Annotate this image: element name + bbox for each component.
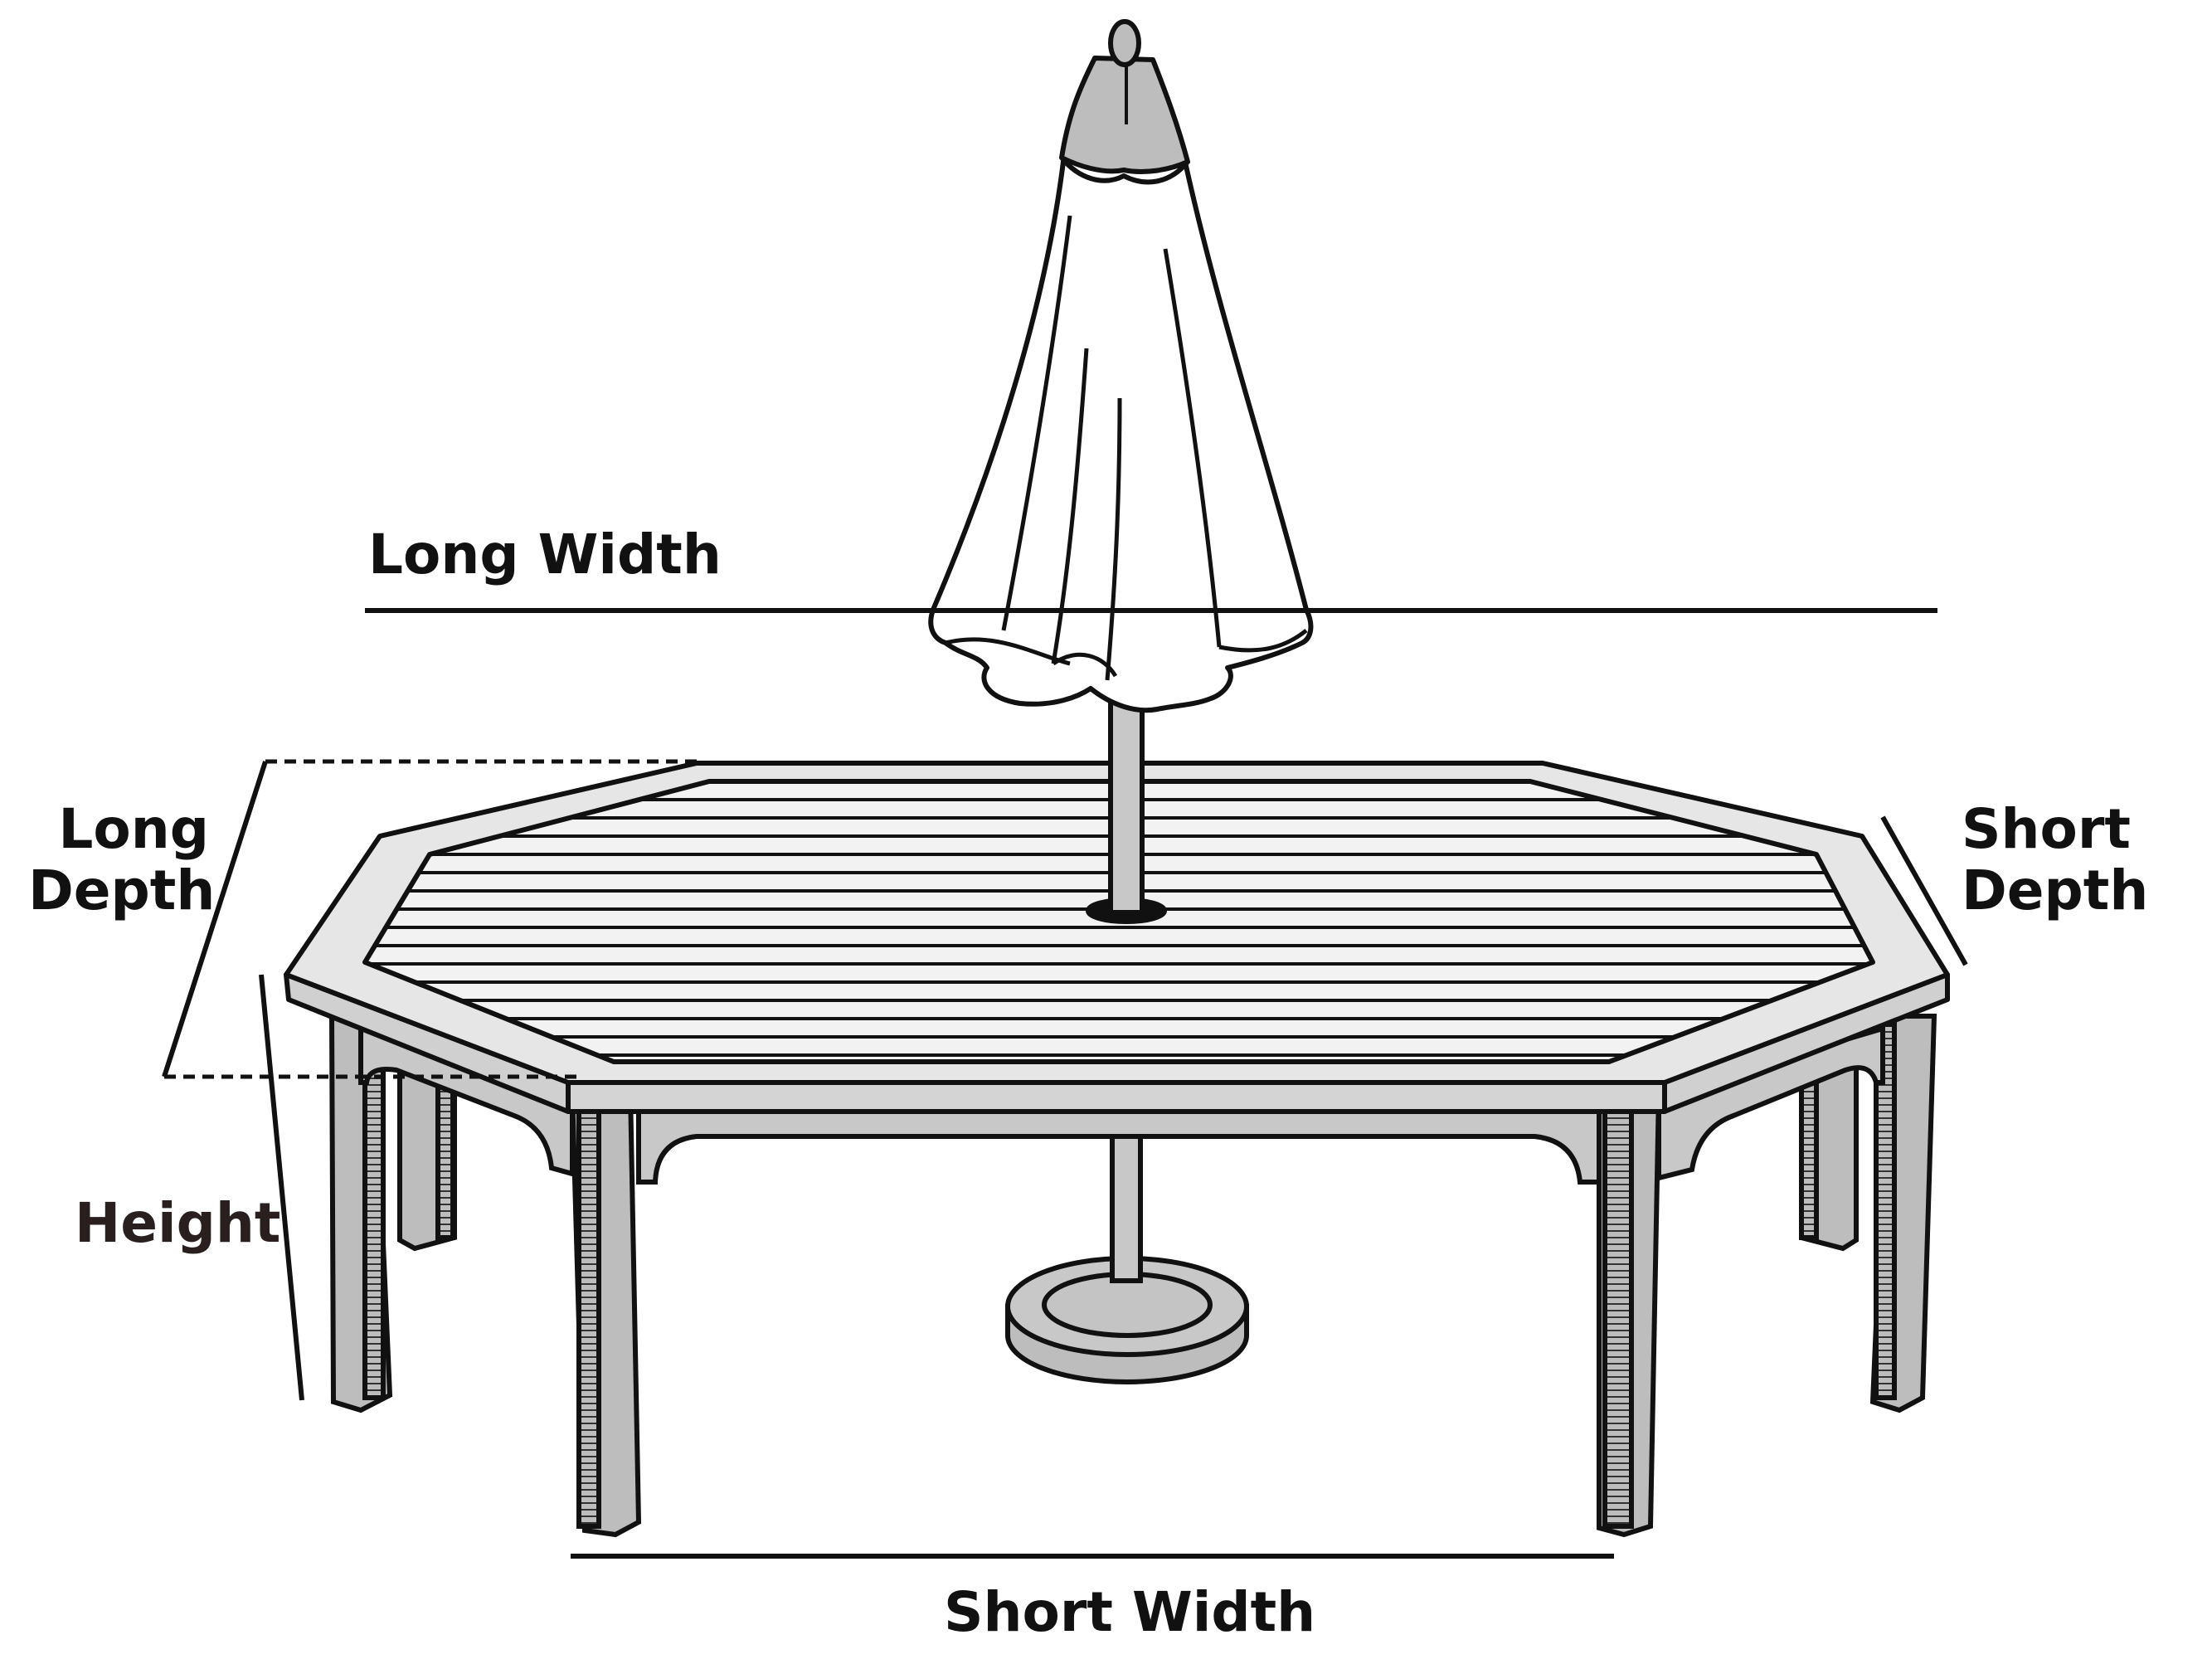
umbrella-top-cap bbox=[1059, 19, 1190, 185]
long-depth-label: Long Depth bbox=[28, 797, 216, 922]
height-line bbox=[259, 974, 304, 1401]
short-width-label: Short Width bbox=[944, 1580, 1316, 1644]
umbrella-canopy bbox=[928, 159, 1314, 713]
height-label: Height bbox=[75, 1191, 281, 1255]
table-slats bbox=[369, 798, 1869, 1057]
dimension-lines bbox=[162, 608, 1968, 1559]
table-aprons bbox=[358, 1024, 1885, 1185]
short-depth-line bbox=[1880, 815, 1968, 966]
long-width-label: Long Width bbox=[368, 523, 722, 586]
umbrella-pole-lower bbox=[1110, 1134, 1143, 1283]
front-legs bbox=[328, 1014, 1937, 1538]
long-depth-line bbox=[162, 761, 268, 1078]
short-depth-label: Short Depth bbox=[1962, 797, 2149, 922]
